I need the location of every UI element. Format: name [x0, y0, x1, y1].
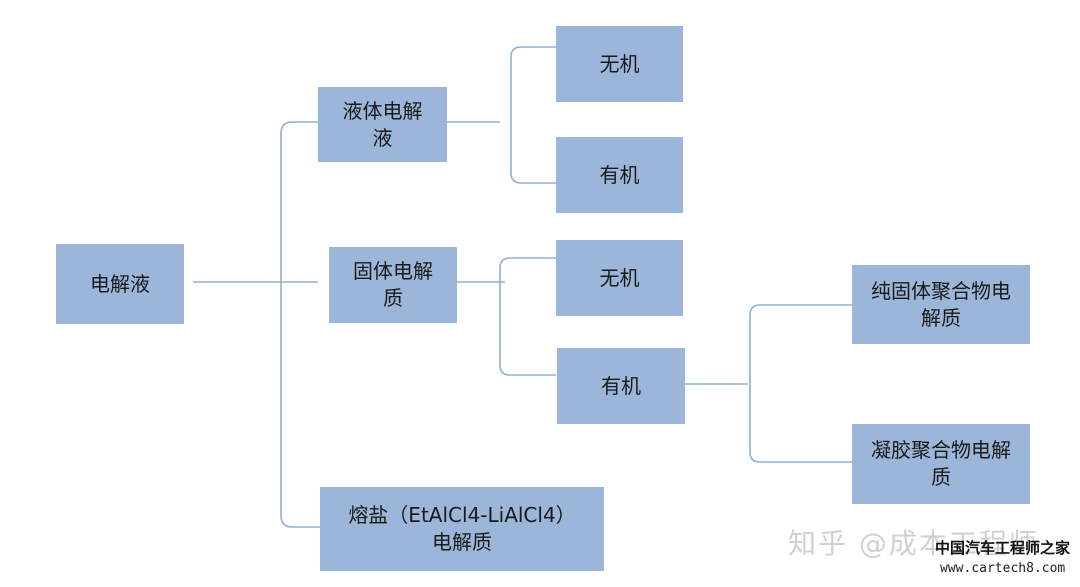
- node-solid-electrolyte: 固体电解质: [329, 247, 457, 323]
- node-solid-inorganic: 无机: [556, 240, 683, 316]
- node-liquid-organic: 有机: [556, 137, 683, 213]
- node-liquid-inorganic: 无机: [556, 26, 683, 102]
- node-liquid-organic-label: 有机: [599, 162, 640, 187]
- node-molten-salt-label-line1: 熔盐（EtAlCl4-LiAlCl4）: [348, 503, 576, 527]
- node-liquid-inorganic-label: 无机: [599, 51, 640, 76]
- node-solid-organic: 有机: [557, 348, 685, 424]
- node-electrolyte: 电解液: [56, 244, 184, 324]
- connector-organic-bracket: [749, 304, 852, 463]
- node-solid-inorganic-label: 无机: [599, 265, 640, 290]
- node-solid-organic-label: 有机: [601, 373, 641, 398]
- node-pure-solid-polymer-label: 纯固体聚合物电解质: [871, 278, 1011, 330]
- zhihu-watermark: 知乎 @成本工程师: [788, 527, 1039, 560]
- node-electrolyte-label: 电解液: [90, 271, 150, 296]
- node-liquid-electrolyte-label: 液体电解液: [342, 98, 423, 150]
- node-solid-electrolyte-label: 固体电解质: [353, 259, 433, 310]
- connector-liquid-bracket: [510, 46, 556, 184]
- node-molten-salt: 熔盐（EtAlCl4-LiAlCl4） 电解质: [320, 487, 604, 571]
- connector-main-bracket: [280, 121, 320, 528]
- node-gel-polymer: 凝胶聚合物电解质: [852, 424, 1030, 504]
- node-gel-polymer-label: 凝胶聚合物电解质: [871, 438, 1011, 489]
- node-pure-solid-polymer: 纯固体聚合物电解质: [852, 265, 1030, 344]
- site-url-watermark: www.cartech8.com: [940, 561, 1066, 576]
- connector-solid-bracket: [499, 257, 556, 376]
- node-molten-salt-label-line2: 电解质: [432, 530, 492, 554]
- node-liquid-electrolyte: 液体电解液: [318, 87, 447, 162]
- site-watermark: 中国汽车工程师之家: [935, 539, 1071, 557]
